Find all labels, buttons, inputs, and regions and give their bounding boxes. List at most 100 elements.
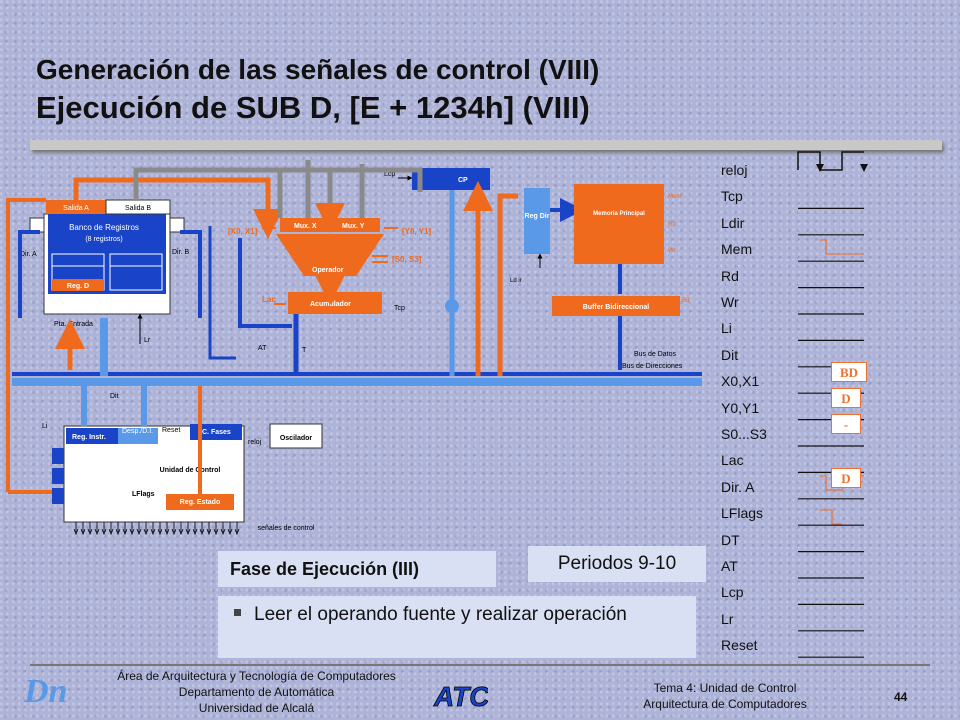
reg-instr-box bbox=[66, 428, 118, 444]
lflags-waveform bbox=[820, 509, 842, 525]
s0s3-value-box: - bbox=[831, 414, 861, 434]
fase-box: Fase de Ejecución (III) bbox=[218, 551, 496, 587]
ldir-waveform bbox=[820, 239, 864, 255]
at-label: AT bbox=[258, 345, 267, 352]
x0x1-label: [X0, X1] bbox=[228, 227, 258, 236]
signal-label: DT bbox=[721, 531, 740, 548]
reg-instr-label: Reg. Instr. bbox=[72, 434, 106, 441]
mux-y-label: Mux. Y bbox=[342, 223, 365, 230]
periodos-box: Periodos 9-10 bbox=[528, 546, 706, 582]
salida-a-label: Salida A bbox=[63, 205, 89, 212]
control-signal-arrow bbox=[87, 522, 93, 536]
lflags-label: LFlags bbox=[132, 491, 155, 498]
signal-label: Reset bbox=[721, 637, 758, 654]
footer-line2: Departamento de Automática bbox=[178, 685, 335, 699]
footer-rule bbox=[30, 664, 930, 666]
salida-b-label: Salida B bbox=[125, 205, 151, 212]
signal-label: Lr bbox=[721, 610, 734, 627]
footer-line3: Universidad de Alcalá bbox=[198, 701, 315, 715]
s0s3-label: [S0, S3] bbox=[392, 255, 422, 264]
datapath-diagram: Salida A Salida B Banco de Registros (8 … bbox=[6, 160, 702, 536]
control-signal-arrow bbox=[185, 522, 191, 536]
signal-label: Tcp bbox=[721, 188, 743, 205]
signal-label: Mem bbox=[721, 241, 753, 258]
banco-sub-label: (8 registros) bbox=[85, 236, 122, 243]
signal-label: Y0,Y1 bbox=[721, 399, 760, 416]
li-label: Li bbox=[42, 423, 48, 430]
reg-estado-label: Reg. Estado bbox=[180, 499, 220, 506]
c-fases-box bbox=[190, 424, 242, 440]
control-signal-arrow bbox=[129, 522, 135, 536]
acumulador-label: Acumulador bbox=[310, 301, 351, 308]
main-memory bbox=[574, 184, 664, 264]
oscillator bbox=[269, 423, 323, 449]
reg-d-label: Reg. D bbox=[67, 283, 89, 290]
dir-a-label: Dir. A bbox=[20, 251, 37, 258]
control-signal-arrow bbox=[192, 522, 198, 536]
title-rule bbox=[30, 140, 942, 150]
signal-label: AT bbox=[721, 558, 738, 574]
reg-d-box bbox=[52, 279, 104, 291]
y0y1-label: [Y0, Y1] bbox=[402, 227, 432, 236]
signal-label: Lcp bbox=[721, 584, 744, 601]
control-signal-arrow bbox=[234, 522, 240, 536]
atc-logo-text: ATC bbox=[433, 681, 488, 712]
control-signal-arrow bbox=[80, 522, 86, 536]
bullet-icon bbox=[234, 609, 241, 616]
oscilador-label: Oscilador bbox=[280, 435, 313, 442]
slide-title-line1: Generación de las señales de control (VI… bbox=[36, 54, 600, 85]
desp-box bbox=[118, 428, 158, 444]
operador-label: Operador bbox=[312, 267, 344, 274]
control-signal-arrow bbox=[101, 522, 107, 536]
tcp-label: Tcp bbox=[394, 305, 405, 312]
signal-label: Li bbox=[721, 320, 732, 337]
bus-datos-label: Bus de Datos bbox=[634, 351, 677, 358]
lr-label: Lr bbox=[144, 337, 151, 344]
mem-pin: Mem bbox=[668, 194, 681, 200]
control-signal-arrow bbox=[136, 522, 142, 536]
reset-label: Reset bbox=[162, 427, 180, 434]
page-number: 44 bbox=[894, 690, 908, 704]
reg-dir-label: Reg Dir bbox=[525, 213, 550, 220]
control-signal-arrow bbox=[171, 522, 177, 536]
main-bus bbox=[12, 378, 702, 386]
signal-label: Dit bbox=[721, 346, 739, 363]
dn-logo-text: Dn bbox=[23, 673, 67, 710]
signal-label: Ldir bbox=[721, 214, 745, 231]
c-fases-label: C. Fases bbox=[202, 429, 231, 436]
control-signal-arrow bbox=[227, 522, 233, 536]
signal-label: Lac bbox=[721, 452, 744, 469]
note-text: Leer el operando fuente y realizar opera… bbox=[254, 604, 627, 625]
control-signal-arrow bbox=[199, 522, 205, 536]
bd-pin: Bd bbox=[682, 298, 689, 304]
slide-title-line2: Ejecución de SUB D, [E + 1234h] (VIII) bbox=[36, 90, 590, 125]
mux-x-box bbox=[280, 218, 332, 232]
control-signal-arrow bbox=[122, 522, 128, 536]
control-signal-arrow bbox=[150, 522, 156, 536]
control-signal-arrow bbox=[94, 522, 100, 536]
control-signal-arrow bbox=[164, 522, 170, 536]
signal-label: Rd bbox=[721, 267, 739, 284]
dn-logo-icon: Dn bbox=[23, 673, 67, 710]
control-signal-arrow bbox=[73, 522, 79, 536]
operator-alu bbox=[276, 234, 384, 276]
clock-waveform bbox=[797, 151, 864, 171]
signal-label: reloj bbox=[721, 162, 748, 178]
control-signal-arrow bbox=[157, 522, 163, 536]
dir-b-label: Dir. B bbox=[172, 249, 189, 256]
clock-arrow bbox=[860, 164, 868, 172]
control-signal-arrow bbox=[143, 522, 149, 536]
control-signal-arrow bbox=[108, 522, 114, 536]
desp-label: Desp./D.I. bbox=[122, 428, 153, 435]
lac-label: Lac bbox=[262, 295, 276, 304]
wr-pin: Wr bbox=[668, 248, 676, 254]
bidirectional-buffer bbox=[552, 296, 680, 316]
x0x1-value-box: BD bbox=[831, 362, 867, 382]
dir-a-value-box: D bbox=[831, 468, 861, 488]
footer-line1: Área de Arquitectura y Tecnología de Com… bbox=[117, 669, 396, 683]
rd-pin: Rd bbox=[668, 222, 676, 228]
y0y1-value-box: D bbox=[831, 388, 861, 408]
control-signal-arrow bbox=[206, 522, 212, 536]
signal-label: Dir. A bbox=[721, 478, 755, 495]
ldir-label: Ld ir bbox=[510, 278, 522, 284]
